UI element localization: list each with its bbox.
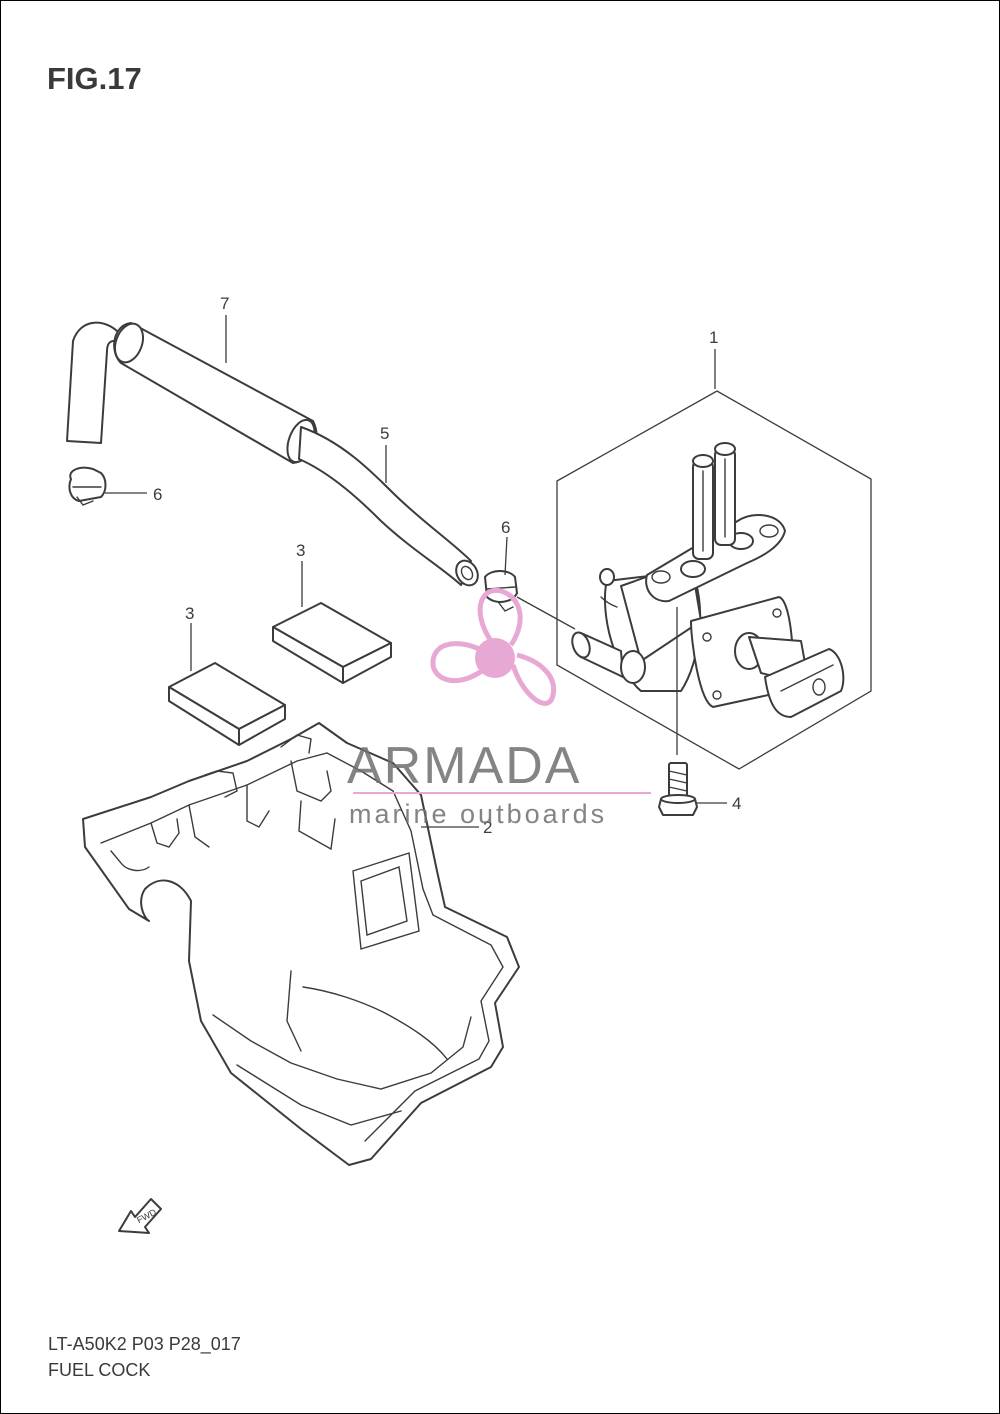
callout-5: 5 xyxy=(380,424,389,443)
callout-6-right: 6 xyxy=(501,518,510,537)
propeller-logo-icon xyxy=(430,587,557,706)
diagram-footer: LT-A50K2 P03 P28_017 FUEL COCK xyxy=(48,1331,241,1383)
clamp-part-6-left xyxy=(68,466,107,506)
diagram-name: FUEL COCK xyxy=(48,1360,151,1380)
watermark-tagline: marine outboards xyxy=(349,799,607,829)
callout-1: 1 xyxy=(709,328,718,347)
callout-2: 2 xyxy=(483,818,492,837)
bolt-part-4 xyxy=(658,762,698,816)
figure-title: FIG.17 xyxy=(47,61,142,96)
leader-lines xyxy=(105,315,727,828)
watermark-brand: ARMADA xyxy=(347,737,581,795)
diagram-code: LT-A50K2 P03 P28_017 xyxy=(48,1334,241,1354)
tray-part-2 xyxy=(82,722,520,1166)
pad-part-3-upper xyxy=(272,602,392,684)
hose-part-7 xyxy=(66,321,318,464)
propeller-hub xyxy=(475,638,515,678)
callout-4: 4 xyxy=(732,794,741,813)
callout-6-left: 6 xyxy=(153,485,162,504)
forward-arrow-icon: FWD xyxy=(118,1198,162,1234)
armada-watermark: ARMADA marine outboards xyxy=(347,587,651,829)
pad-part-3-lower xyxy=(168,662,286,746)
fuel-cock-part-1 xyxy=(556,390,872,770)
callout-3-upper: 3 xyxy=(296,541,305,560)
hose-part-5 xyxy=(298,426,479,587)
callout-3-lower: 3 xyxy=(185,604,194,623)
callout-7: 7 xyxy=(220,294,229,313)
